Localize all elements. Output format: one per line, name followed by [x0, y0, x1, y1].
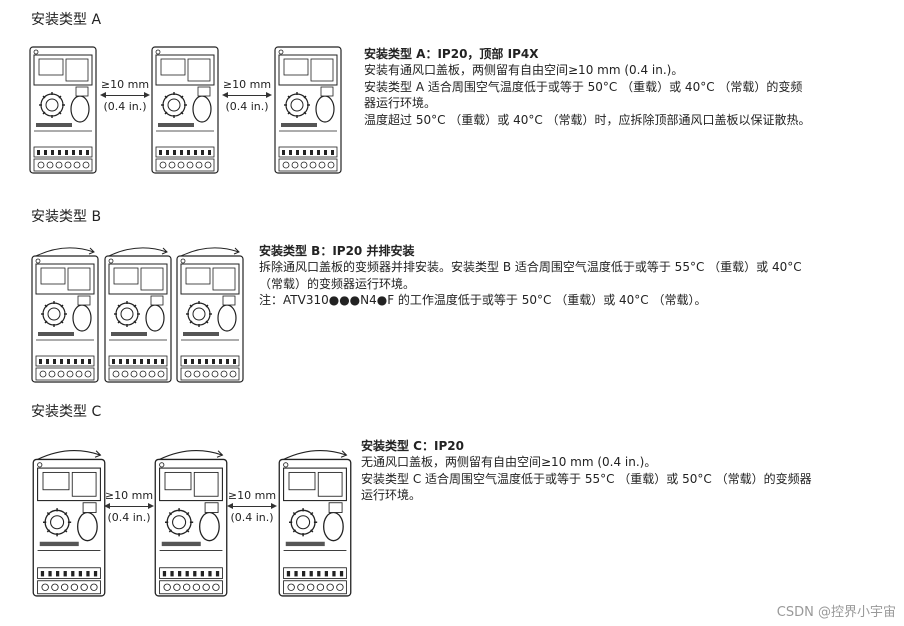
- section-a-heading: 安装类型 A：IP20，顶部 IP4X: [364, 47, 539, 61]
- section-a-line-4: 温度超过 50°C （重载）或 40°C （常载）时，应拆除顶部通风口盖板以保证…: [364, 112, 811, 127]
- section-b-title: 安装类型 B: [31, 209, 102, 225]
- gap-c-1-bottom: (0.4 in.): [107, 511, 151, 524]
- section-a-line-2: 安装类型 A 适合周围空气温度低于或等于 50°C （重载）或 40°C （常载…: [364, 79, 803, 94]
- gap-a-1: ≥10 mm (0.4 in.): [100, 78, 150, 114]
- gap-a-1-top: ≥10 mm: [100, 78, 150, 91]
- gap-c-2-bottom: (0.4 in.): [230, 511, 274, 524]
- drive-a-2: [151, 46, 219, 174]
- gap-a-2-arrow: [222, 92, 272, 100]
- gap-c-2-top: ≥10 mm: [227, 489, 277, 502]
- section-c-description: 安装类型 C：IP20 无通风口盖板，两侧留有自由空间≥10 mm (0.4 i…: [361, 438, 812, 504]
- gap-a-1-bottom: (0.4 in.): [103, 100, 147, 113]
- section-c-title: 安装类型 C: [31, 404, 102, 420]
- watermark: CSDN @控界小宇宙: [776, 605, 896, 620]
- drive-a-1: [29, 46, 97, 174]
- drive-c-1: [32, 450, 106, 597]
- section-a-line-3: 器运行环境。: [364, 96, 437, 111]
- section-a-title: 安装类型 A: [31, 12, 102, 28]
- section-c-line-2: 安装类型 C 适合周围空气温度低于或等于 55°C （重载）或 50°C （常载…: [361, 471, 812, 486]
- section-c-heading: 安装类型 C：IP20: [361, 439, 464, 453]
- gap-c-2-arrow: [227, 503, 277, 511]
- gap-a-2-bottom: (0.4 in.): [225, 100, 269, 113]
- gap-a-2: ≥10 mm (0.4 in.): [222, 78, 272, 114]
- gap-a-1-arrow: [100, 92, 150, 100]
- gap-a-2-top: ≥10 mm: [222, 78, 272, 91]
- section-b-heading: 安装类型 B：IP20 并排安装: [259, 244, 415, 258]
- section-b-description: 安装类型 B：IP20 并排安装 拆除通风口盖板的变频器并排安装。安装类型 B …: [259, 243, 802, 309]
- section-b-line-3: 注：ATV310●●●N4●F 的工作温度低于或等于 50°C （重载）或 40…: [259, 293, 707, 308]
- drive-b-2: [104, 247, 172, 383]
- section-b-line-2: （常载）的变频器运行环境。: [259, 276, 416, 291]
- gap-c-1-top: ≥10 mm: [104, 489, 154, 502]
- section-b-line-1: 拆除通风口盖板的变频器并排安装。安装类型 B 适合周围空气温度低于或等于 55°…: [259, 260, 802, 275]
- section-c-line-3: 运行环境。: [361, 488, 422, 503]
- section-a-line-1: 安装有通风口盖板，两侧留有自由空间≥10 mm (0.4 in.)。: [364, 63, 684, 78]
- section-a-description: 安装类型 A：IP20，顶部 IP4X 安装有通风口盖板，两侧留有自由空间≥10…: [364, 46, 811, 128]
- drive-b-1: [31, 247, 99, 383]
- section-c-line-1: 无通风口盖板，两侧留有自由空间≥10 mm (0.4 in.)。: [361, 455, 657, 470]
- drive-c-2: [154, 450, 228, 597]
- gap-c-2: ≥10 mm (0.4 in.): [227, 489, 277, 525]
- drive-b-3: [176, 247, 244, 383]
- gap-c-1: ≥10 mm (0.4 in.): [104, 489, 154, 525]
- drive-a-3: [274, 46, 342, 174]
- drive-c-3: [278, 450, 352, 597]
- gap-c-1-arrow: [104, 503, 154, 511]
